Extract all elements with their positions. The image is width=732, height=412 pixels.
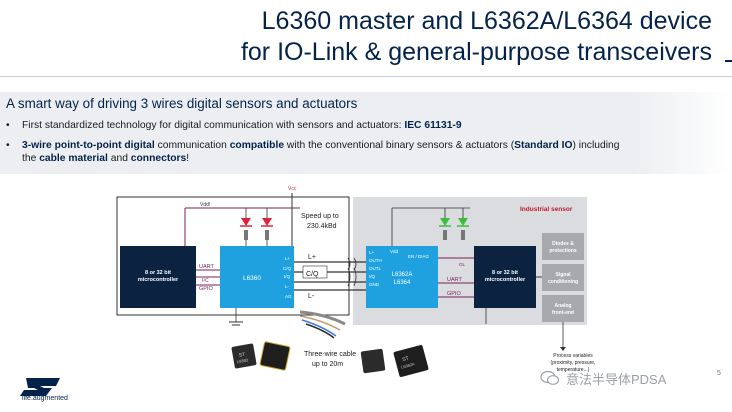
chip-package-3 [360,348,386,374]
block1-line2: protections [549,248,576,254]
l6362a-label: L6362A [392,272,413,278]
wire-cq-box [302,265,328,279]
i2c-label: I²C [202,278,209,284]
status-led-green-2 [457,218,469,227]
analog-front-end-block [542,295,584,322]
l6360-label: L6360 [243,275,261,282]
corner-accent [725,60,732,62]
title-divider [0,76,732,77]
uart-label: UART [199,264,215,270]
status-led-red-2 [261,218,273,227]
diodes-protections-block [542,233,584,260]
bullet-text: ! [186,153,190,164]
dev-pin-gnd: GND [369,282,380,287]
highlight-band-fade [632,92,732,174]
speed-label-2: 230.4kBd [307,223,337,230]
title-line-2: for IO-Link & general-purpose transceive… [240,38,712,66]
gpio-label: GPIO [199,286,213,292]
dev-pin-iq: I/Q [369,274,376,279]
dev-pin-en: EN / DIAG [408,254,430,259]
pin-lplus: L+ [285,256,291,261]
bullet-emphasis: 3-wire point-to-point digital [22,139,155,151]
dev-pin-outh: OUTH [369,258,382,263]
watermark: 意法半导体PDSA [540,366,720,390]
block3-line2: front-end [552,310,574,316]
page-number: 5 [717,370,721,377]
pin-lminus: L- [285,284,290,289]
dev-ol-label: OL [459,262,466,267]
status-led-green-1 [439,218,451,227]
title-line-1: L6360 master and L6362A/L6364 device [261,7,712,35]
l6364-label: L6364 [394,280,411,286]
svg-text:ST: ST [238,352,245,359]
logo-tagline: life.augmented [22,395,68,402]
dev-uart-label: UART [447,277,463,283]
pin-iq: I/Q [284,274,291,279]
bullet-item: First standardized technology for digita… [6,119,626,133]
process-vars-1: Process variables [553,353,593,359]
bullet-emphasis: connectors [130,153,187,164]
bullet-text: ) including the [22,139,620,165]
vcc-label: Vcc [288,186,297,192]
master-microcontroller [120,246,196,308]
chip-package-2 [259,341,291,371]
wechat-icon [540,370,560,385]
st-logo [20,378,60,396]
l6360-chip [220,246,294,308]
wire-lplus-label: L+ [308,254,316,261]
device-microcontroller [474,246,536,308]
bullet-item: 3-wire point-to-point digital communicat… [6,139,626,166]
industrial-sensor-label: Industrial sensor [520,206,573,213]
wire-lminus-label: L- [308,293,315,300]
bullet-list: First standardized technology for digita… [6,119,626,172]
process-vars-2: (proximity, pressure, [551,360,596,366]
cable-label-2: up to 20m [312,361,343,368]
block2-line2: conditioning [548,279,578,285]
l6362a-l6364-chip [366,246,438,308]
dev-mcu-label-1: 8 or 32 bit [492,270,518,276]
bullet-text: First standardized technology for digita… [22,120,405,131]
bullet-text: communication [154,139,230,151]
dev-pin-outl: OUTL [369,266,381,271]
bullet-emphasis: cable material [39,153,108,164]
process-vars-3: temperature...) [557,367,590,373]
pin-ag: AG [285,294,292,299]
section-heading: A smart way of driving 3 wires digital s… [6,96,358,111]
watermark-text: 意法半导体PDSA [566,371,667,387]
cable-label-1: Three-wire cable [304,351,356,358]
bullet-emphasis: IEC 61131-9 [404,120,462,131]
cable-illustration [299,310,346,339]
chip-package-4: ST L6362A [393,345,429,377]
slide-title: L6360 master and L6362A/L6364 device for… [241,6,712,68]
master-mcu-label-2: microcontroller [138,277,179,283]
bullet-text: and [107,153,131,164]
bullet-emphasis: compatible [229,139,285,151]
dev-gpio-label: GPIO [447,291,461,297]
svg-text:L6362A: L6362A [401,361,416,369]
svg-text:L6360: L6360 [236,357,249,364]
vdd-label: Vdd! [200,202,210,208]
master-mcu-label-1: 8 or 32 bit [145,270,171,276]
chip-package-1: ST L6360 [231,343,257,369]
pin-cq: C/Q [283,266,292,271]
block3-line1: Analog [555,303,572,309]
signal-conditioning-block [542,264,584,291]
svg-text:ST: ST [402,356,410,363]
speed-label-1: Speed up to [301,213,339,220]
wire-cq-label: C/Q [306,271,319,278]
block1-line1: Diodes & [552,241,574,247]
block2-line1: Signal [555,272,571,278]
bullet-emphasis: Standard IO [514,139,573,151]
bullet-text: with the conventional binary sensors & a… [284,139,515,151]
dev-mcu-label-2: microcontroller [485,277,526,283]
status-led-red-1 [240,218,252,227]
dev-pin-vdd: Vdd [390,249,399,254]
dev-pin-lplus: L+ [369,250,375,255]
